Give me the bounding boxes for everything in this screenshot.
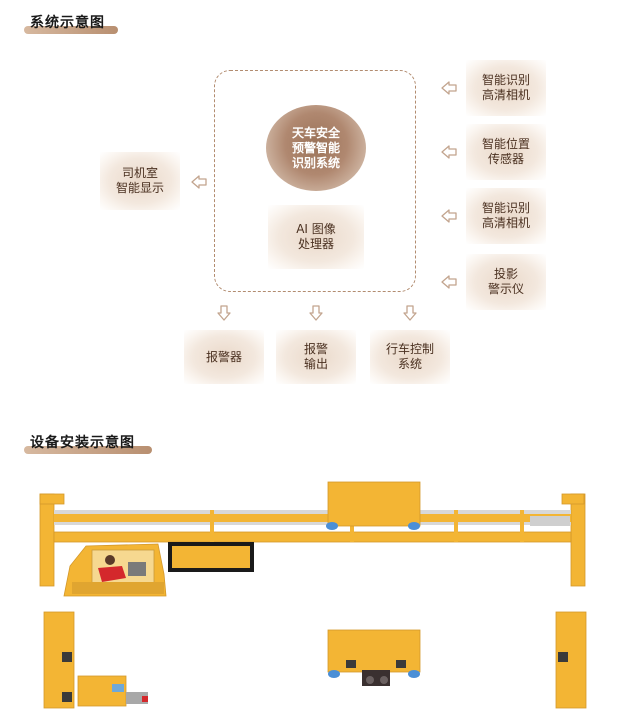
output-box-crane-control: 行车控制 系统	[370, 330, 450, 384]
arrow-down-icon	[217, 305, 231, 321]
section-title: 系统示意图	[30, 15, 105, 31]
section-title: 设备安装示意图	[30, 435, 135, 451]
installation-illustration	[39, 481, 587, 709]
cab-display-box: 司机室 智能显示	[100, 152, 180, 210]
heading-underline	[24, 26, 118, 34]
driver-cab	[63, 543, 167, 597]
arrow-down-icon	[403, 305, 417, 321]
controller-box	[77, 675, 148, 707]
input-box-camera-1: 智能识别 高清相机	[466, 60, 546, 116]
arrow-left-icon	[191, 175, 207, 189]
beam-device	[530, 516, 570, 526]
trolley-bottom	[327, 629, 421, 686]
heading-underline	[24, 446, 152, 454]
column-left	[43, 611, 75, 709]
column-right	[555, 611, 587, 709]
input-box-camera-2: 智能识别 高清相机	[466, 188, 546, 244]
arrow-down-icon	[309, 305, 323, 321]
core-system-circle: 天车安全 预警智能 识别系统	[266, 105, 366, 191]
input-box-projector: 投影 警示仪	[466, 254, 546, 310]
section-heading-install: 设备安装示意图	[24, 432, 152, 454]
arrow-left-icon	[441, 275, 457, 289]
system-boundary	[214, 70, 416, 292]
arrow-left-icon	[441, 209, 457, 223]
output-box-alarm-output: 报警 输出	[276, 330, 356, 384]
crane-main-beam	[53, 510, 572, 543]
arrow-left-icon	[441, 81, 457, 95]
trolley-top	[326, 481, 421, 530]
section-heading-diagram: 系统示意图	[24, 12, 118, 34]
cab-display-panel	[168, 542, 254, 572]
input-box-position-sensor: 智能位置 传感器	[466, 124, 546, 180]
output-box-alarm: 报警器	[184, 330, 264, 384]
arrow-left-icon	[441, 145, 457, 159]
ai-image-processor-box: AI 图像 处理器	[268, 205, 364, 269]
